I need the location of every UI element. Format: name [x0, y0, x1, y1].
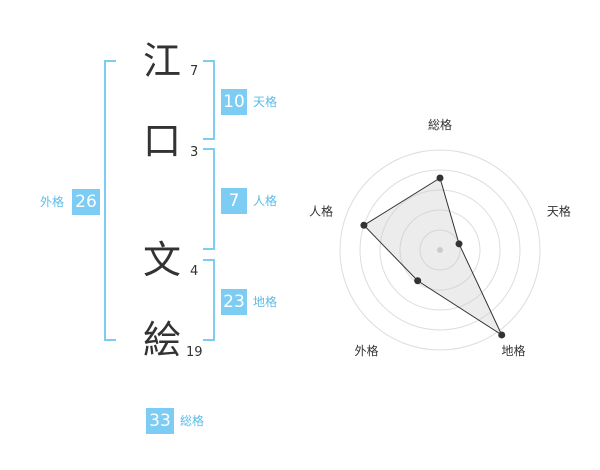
tenkaku-bracket	[203, 60, 215, 140]
radar-ring	[399, 209, 481, 291]
radar-axis-label: 人格	[309, 203, 333, 218]
radar-point	[498, 331, 506, 339]
gaikaku-value: 26	[72, 189, 100, 215]
radar-ring	[379, 189, 501, 311]
radar-point	[360, 221, 368, 229]
stroke-count-2: 3	[190, 145, 199, 160]
jinkaku-bracket	[203, 148, 215, 250]
name-char-4: 絵	[142, 318, 181, 362]
name-char-1: 江	[142, 39, 181, 83]
stroke-count-4: 19	[186, 345, 203, 360]
soukaku-value: 33	[146, 408, 174, 434]
radar-area	[363, 177, 503, 337]
gaikaku-bracket	[104, 60, 116, 341]
tenkaku-value: 10	[221, 89, 247, 115]
chikaku-value: 23	[221, 289, 247, 315]
radar-ring	[339, 149, 541, 351]
name-char-2: 口	[142, 119, 181, 163]
radar-axis-label: 総格	[428, 117, 452, 132]
radar-axis-label: 外格	[355, 343, 379, 358]
name-char-3: 文	[142, 238, 181, 282]
stroke-count-3: 4	[190, 264, 199, 279]
tenkaku-label: 天格	[253, 95, 278, 109]
jinkaku-label: 人格	[253, 194, 278, 208]
radar-point	[436, 174, 444, 182]
chikaku-bracket	[203, 259, 215, 341]
gaikaku-label: 外格	[40, 195, 65, 209]
radar-axis-label: 地格	[501, 343, 525, 358]
stroke-count-1: 7	[190, 64, 199, 79]
radar-ring	[419, 229, 461, 271]
radar-ring	[359, 169, 521, 331]
radar-axis-label: 天格	[547, 203, 571, 218]
radar-point	[455, 240, 463, 248]
soukaku-label: 総格	[180, 414, 205, 428]
radar-center	[437, 247, 443, 253]
chikaku-label: 地格	[253, 295, 278, 309]
radar-point	[414, 277, 422, 285]
jinkaku-value: 7	[221, 188, 247, 214]
